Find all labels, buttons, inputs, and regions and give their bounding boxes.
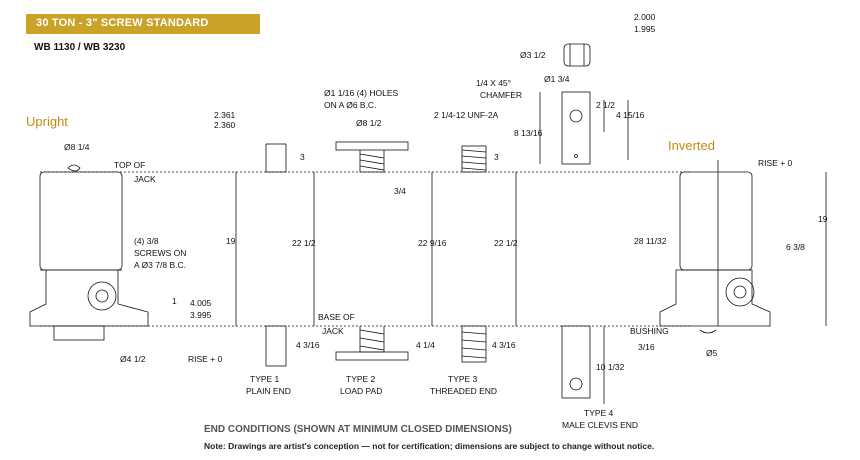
flange-dim-2: 3.995 — [190, 310, 212, 320]
plain-below: 4 3/16 — [296, 340, 320, 350]
clevis-top-1: 2.000 — [634, 12, 656, 22]
screws-line-1: (4) 3/8 — [134, 236, 159, 246]
clevis-eight: 8 13/16 — [514, 128, 543, 138]
dim-dia-base: Ø4 1/2 — [120, 354, 146, 364]
dim-height-19: 19 — [226, 236, 236, 246]
flange-dim-1: 4.005 — [190, 298, 212, 308]
dim-22-half-a: 22 1/2 — [292, 238, 316, 248]
upright-label: Upright — [26, 114, 68, 129]
type2-load-pad — [335, 141, 409, 361]
inv-dia5: Ø5 — [706, 348, 718, 358]
type1-sub: PLAIN END — [246, 386, 291, 396]
inverted-label: Inverted — [668, 138, 715, 153]
pad-three-q: 3/4 — [394, 186, 406, 196]
thread-below: 4 3/16 — [492, 340, 516, 350]
type3-label: TYPE 3 — [448, 374, 478, 384]
inv-bushing: BUSHING — [630, 326, 669, 336]
disclaimer-note: Note: Drawings are artist's conception —… — [204, 441, 655, 451]
screws-line-3: A Ø3 7/8 B.C. — [134, 260, 186, 270]
inv-rise: RISE + 0 — [758, 158, 793, 168]
type4-clevis-end — [561, 43, 591, 399]
pad-holes-1: Ø1 1/16 (4) HOLES — [324, 88, 399, 98]
inv-three16: 3/16 — [638, 342, 655, 352]
type1-plain-end — [265, 143, 287, 173]
header-bar: 30 TON - 3" SCREW STANDARD — [26, 14, 260, 34]
inverted-jack — [659, 171, 771, 334]
base-of-jack-label-2: JACK — [322, 326, 344, 336]
inv-19: 19 — [818, 214, 828, 224]
clevis-top-2: 1.995 — [634, 24, 656, 34]
chamfer-1: 1/4 X 45° — [476, 78, 511, 88]
pad-holes-2: ON A Ø6 B.C. — [324, 100, 376, 110]
plain-dia-2: 2.360 — [214, 120, 236, 130]
type2-sub: LOAD PAD — [340, 386, 382, 396]
top-of-jack-label-2: JACK — [134, 174, 156, 184]
header-title: 30 TON - 3" SCREW STANDARD — [36, 17, 209, 29]
plain-dia-1: 2.361 — [214, 110, 236, 120]
type3-threaded-end — [461, 145, 487, 363]
dim-22-half-b: 22 1/2 — [494, 238, 518, 248]
clevis-dia13: Ø1 3/4 — [544, 74, 570, 84]
type2-label: TYPE 2 — [346, 374, 376, 384]
plain-h: 3 — [300, 152, 305, 162]
dim-22-9-16: 22 9/16 — [418, 238, 447, 248]
inv-six: 6 3/8 — [786, 242, 805, 252]
upright-jack — [29, 164, 149, 341]
clevis-four: 4 15/16 — [616, 110, 645, 120]
thread-h: 3 — [494, 152, 499, 162]
clevis-ten: 10 1/32 — [596, 362, 625, 372]
top-of-jack-label: TOP OF — [114, 160, 145, 170]
model-numbers: WB 1130 / WB 3230 — [34, 42, 126, 53]
type4-sub: MALE CLEVIS END — [562, 420, 638, 430]
screws-line-2: SCREWS ON — [134, 248, 186, 258]
type1-label: TYPE 1 — [250, 374, 280, 384]
rise-label: RISE + 0 — [188, 354, 223, 364]
thread-spec: 2 1/4-12 UNF-2A — [434, 110, 499, 120]
dim-28: 28 11/32 — [634, 236, 667, 246]
dim-one: 1 — [172, 296, 177, 306]
type4-label: TYPE 4 — [584, 408, 614, 418]
clevis-dia31: Ø3 1/2 — [520, 50, 546, 60]
chamfer-2: CHAMFER — [480, 90, 522, 100]
base-of-jack-label: BASE OF — [318, 312, 355, 322]
dim-dia-top: Ø8 1/4 — [64, 142, 90, 152]
pad-below: 4 1/4 — [416, 340, 435, 350]
pad-dia: Ø8 1/2 — [356, 118, 382, 128]
end-conditions-title: END CONDITIONS (SHOWN AT MINIMUM CLOSED … — [204, 424, 512, 435]
type3-sub: THREADED END — [430, 386, 497, 396]
type1-plain-end-lower — [265, 325, 287, 367]
clevis-two-half: 2 1/2 — [596, 100, 615, 110]
